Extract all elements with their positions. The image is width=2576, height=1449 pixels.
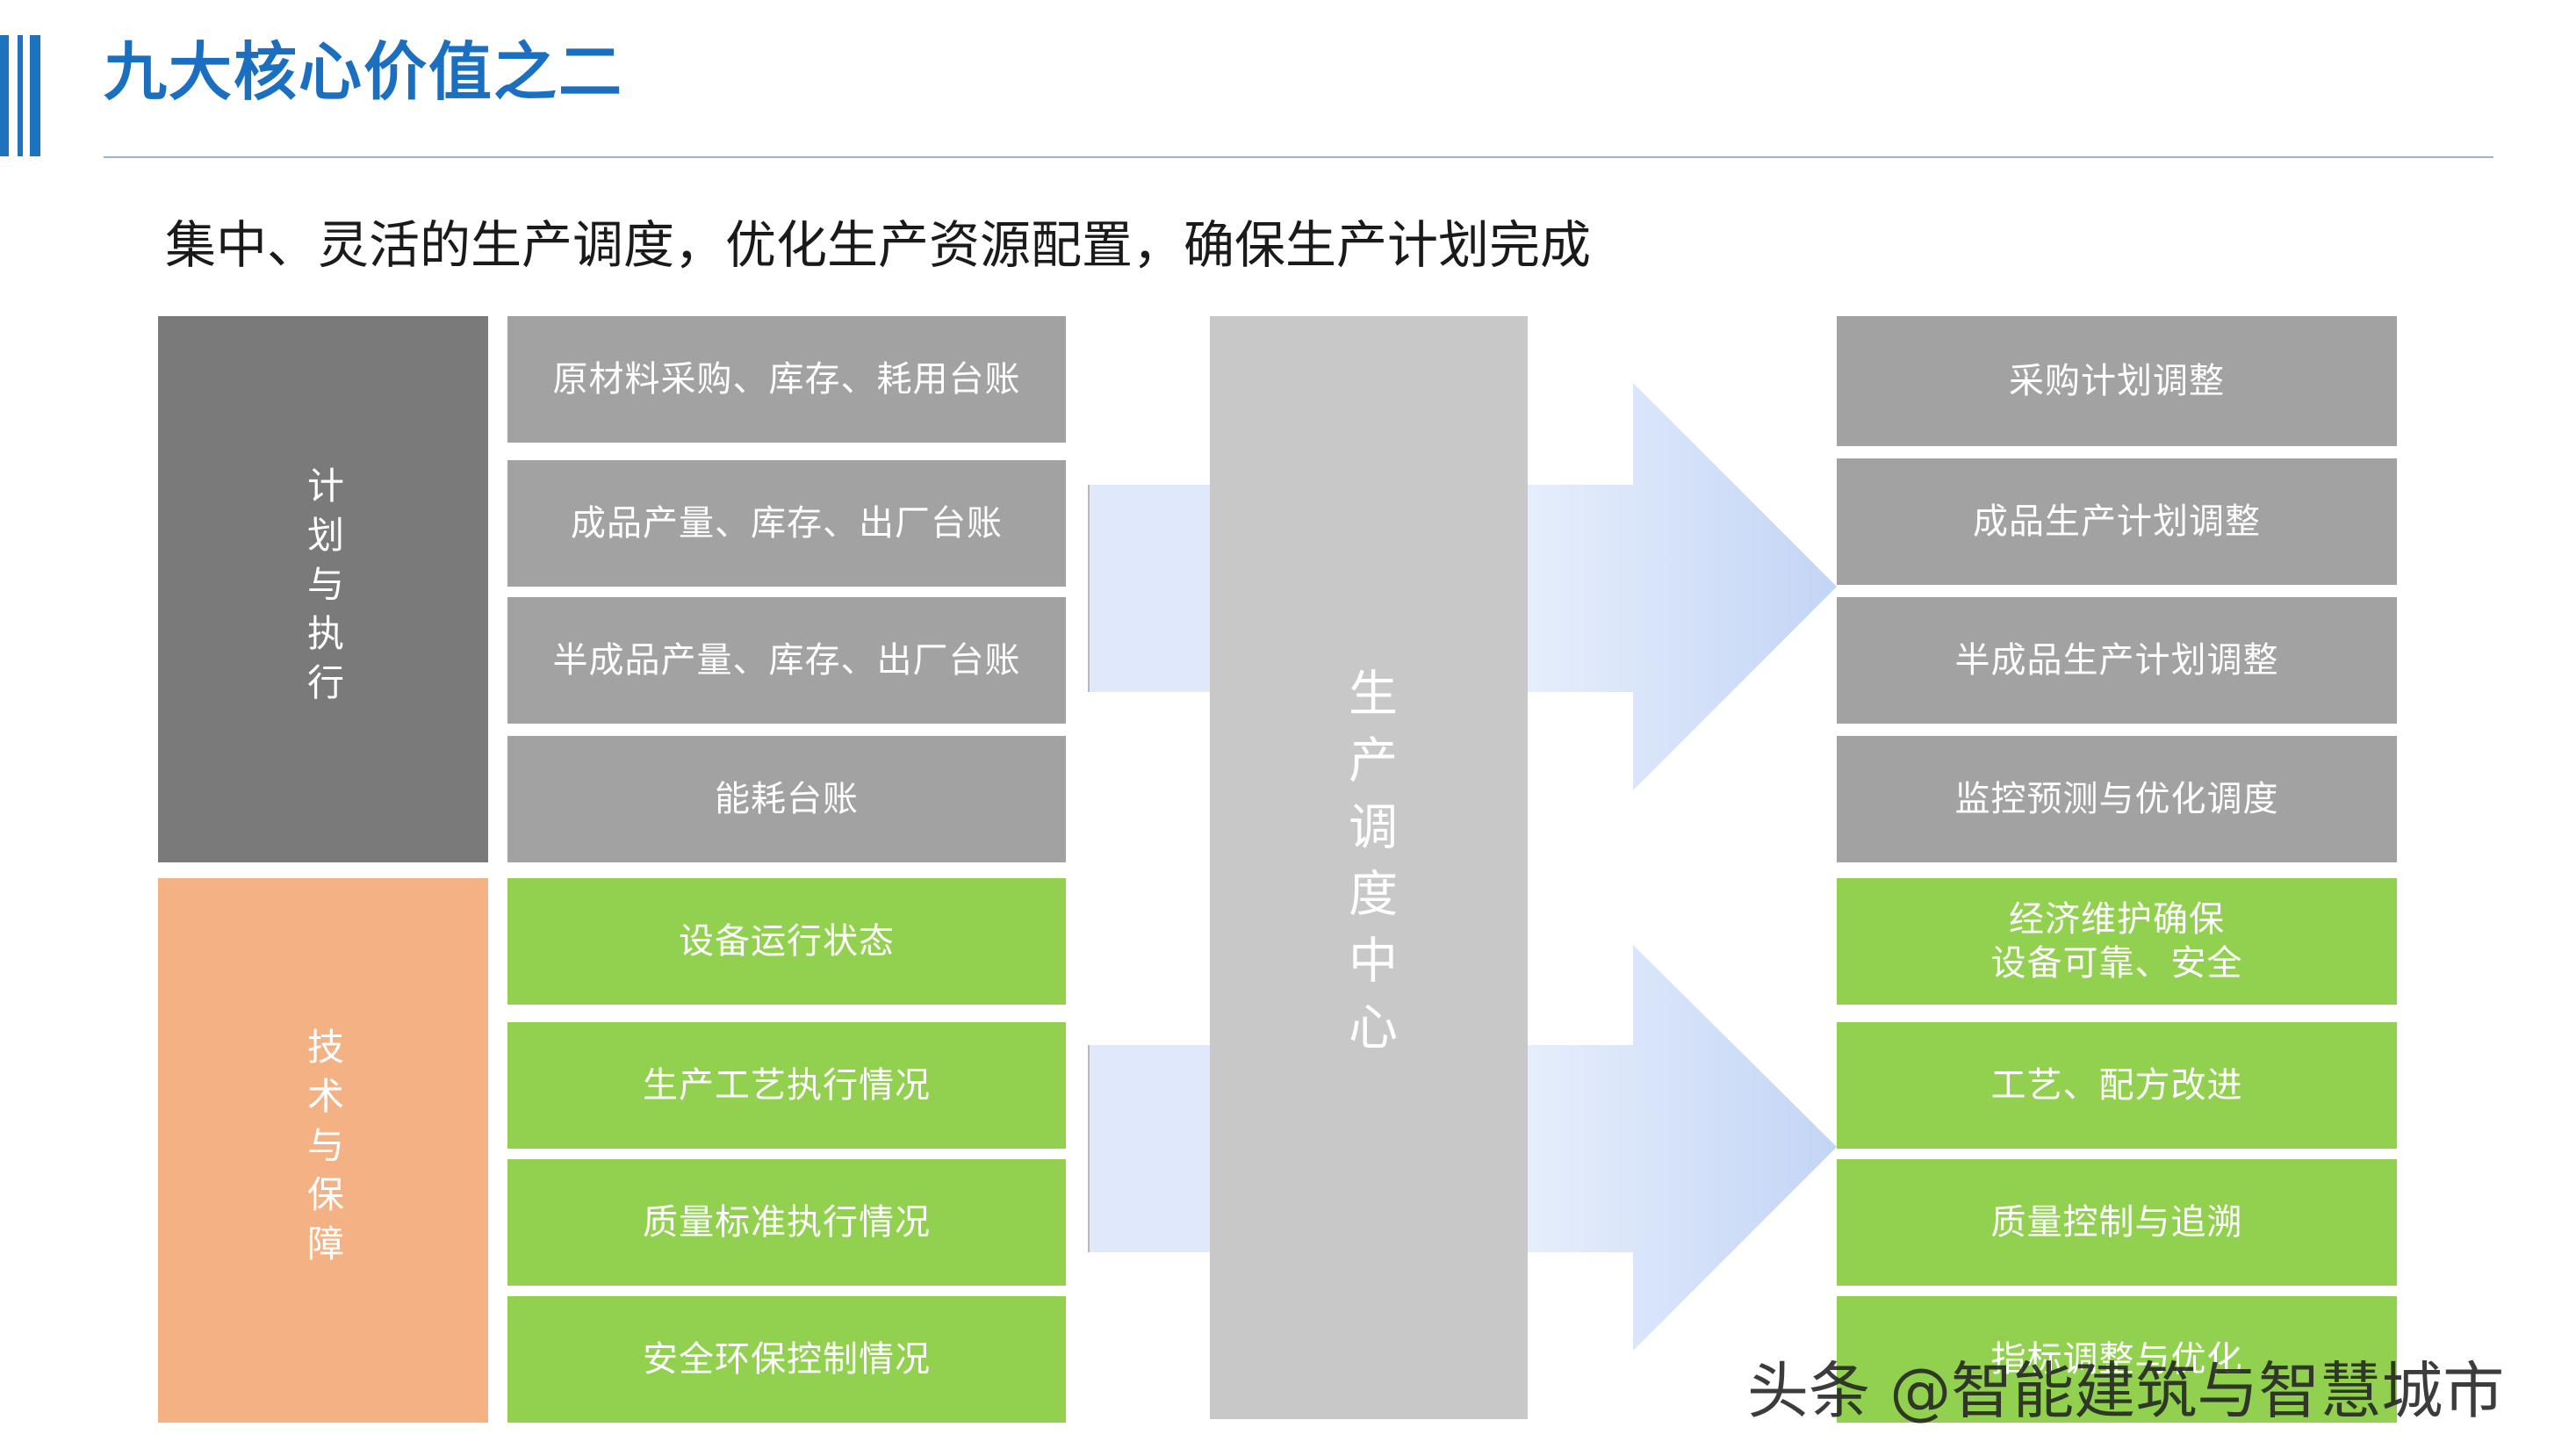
input-arrow-bottom: [1089, 1045, 1212, 1252]
plan-output-item: 监控预测与优化调度: [1837, 736, 2397, 862]
category-plan-execution-label: 计划与执行: [301, 466, 345, 712]
title-accent-bar: [30, 35, 40, 156]
tech-input-item: 设备运行状态: [507, 878, 1066, 1005]
category-plan-execution: 计划与执行: [158, 316, 488, 862]
tech-input-item: 生产工艺执行情况: [507, 1022, 1066, 1149]
page-title: 九大核心价值之二: [104, 35, 624, 109]
plan-input-item: 成品产量、库存、出厂台账: [507, 460, 1066, 587]
title-divider: [104, 156, 2493, 158]
tech-output-item: 经济维护确保 设备可靠、安全: [1837, 878, 2397, 1005]
production-dispatch-center: 生产调度中心: [1210, 316, 1528, 1419]
tech-output-item: 质量控制与追溯: [1837, 1159, 2397, 1286]
output-arrow-top: [1528, 383, 1837, 790]
watermark: 头条 @智能建筑与智慧城市: [1747, 1355, 2505, 1427]
plan-output-item: 采购计划调整: [1837, 316, 2397, 446]
plan-input-item: 能耗台账: [507, 736, 1066, 862]
plan-output-item: 半成品生产计划调整: [1837, 597, 2397, 724]
output-arrow-bottom: [1528, 945, 1837, 1351]
plan-input-item: 原材料采购、库存、耗用台账: [507, 316, 1066, 443]
title-accent-bar: [0, 35, 9, 156]
category-tech-assurance: 技术与保障: [158, 878, 488, 1423]
title-accent-bar: [18, 35, 23, 156]
plan-output-item: 成品生产计划调整: [1837, 458, 2397, 585]
plan-input-item: 半成品产量、库存、出厂台账: [507, 597, 1066, 724]
tech-output-item: 指标调整与优化: [1837, 1296, 2397, 1423]
tech-output-item: 工艺、配方改进: [1837, 1022, 2397, 1149]
page-subtitle: 集中、灵活的生产调度，优化生产资源配置，确保生产计划完成: [165, 215, 1592, 275]
tech-input-item: 安全环保控制情况: [507, 1296, 1066, 1423]
production-dispatch-center-label: 生产调度中心: [1340, 667, 1398, 1068]
input-arrow-top: [1089, 485, 1212, 692]
category-tech-assurance-label: 技术与保障: [301, 1027, 345, 1273]
tech-input-item: 质量标准执行情况: [507, 1159, 1066, 1286]
